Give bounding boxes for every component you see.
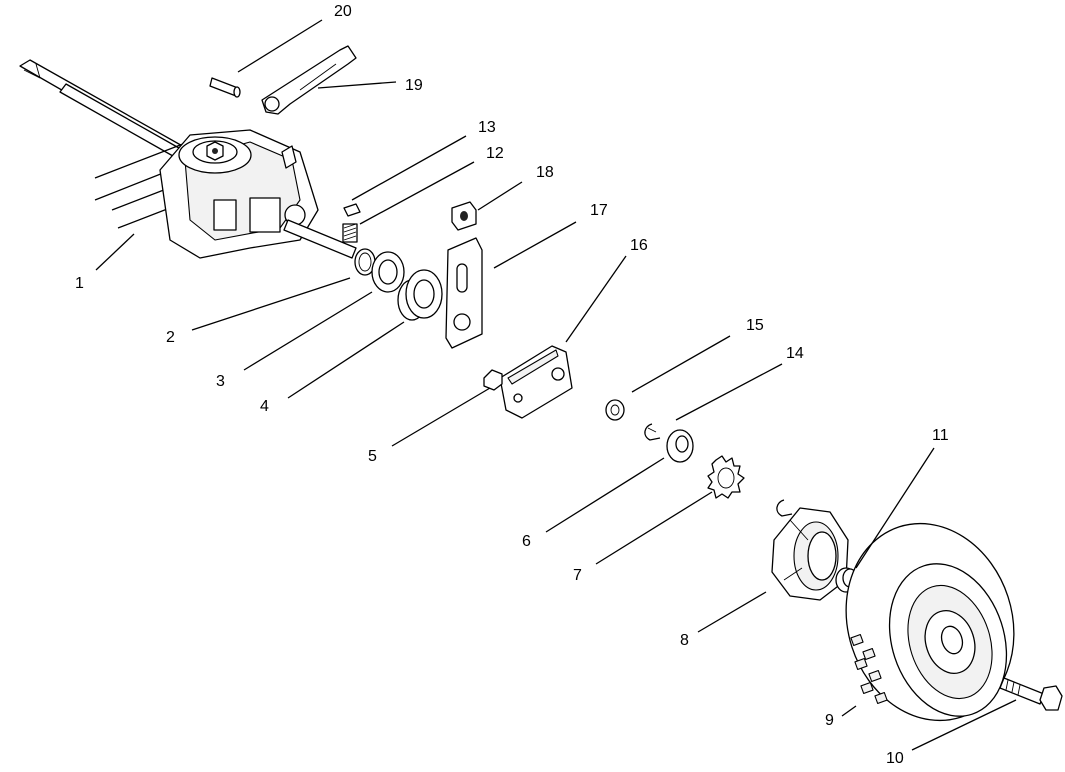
e-ring-part-14 bbox=[644, 423, 661, 441]
callout-10: 10 bbox=[886, 750, 904, 767]
leader-16 bbox=[565, 255, 627, 343]
callout-11: 11 bbox=[932, 427, 949, 444]
leader-5 bbox=[391, 387, 491, 447]
shift-lever-part-19 bbox=[261, 45, 357, 115]
transmission-housing bbox=[159, 129, 357, 259]
leader-15 bbox=[631, 335, 731, 393]
washer-part-3 bbox=[371, 251, 405, 293]
leader-9 bbox=[841, 705, 857, 717]
pinion-gear-part-7 bbox=[707, 455, 745, 499]
leader-18 bbox=[477, 181, 523, 211]
washer-part-15 bbox=[605, 399, 625, 421]
leader-13 bbox=[351, 135, 467, 201]
callout-6: 6 bbox=[522, 533, 531, 550]
callout-13: 13 bbox=[478, 119, 496, 136]
callout-5: 5 bbox=[368, 448, 377, 465]
callout-16: 16 bbox=[630, 237, 648, 254]
leader-lines bbox=[95, 19, 1017, 751]
leader-11 bbox=[855, 447, 935, 569]
callout-9: 9 bbox=[825, 712, 834, 729]
leader-20 bbox=[237, 19, 323, 73]
callout-12: 12 bbox=[486, 145, 504, 162]
callout-19: 19 bbox=[405, 77, 423, 94]
bushing-part-4 bbox=[397, 269, 443, 321]
leader-17 bbox=[493, 221, 577, 269]
clip-part-18 bbox=[451, 201, 477, 231]
height-bracket-part-16 bbox=[499, 345, 573, 419]
callout-8: 8 bbox=[680, 632, 689, 649]
callout-1: 1 bbox=[75, 275, 84, 292]
leader-10 bbox=[911, 699, 1017, 751]
wheel-cover-part-8 bbox=[771, 499, 849, 601]
leader-4 bbox=[287, 321, 405, 399]
callout-18: 18 bbox=[536, 164, 554, 181]
leader-12 bbox=[359, 161, 475, 225]
callout-4: 4 bbox=[260, 398, 269, 415]
callout-17: 17 bbox=[590, 202, 608, 219]
callout-14: 14 bbox=[786, 345, 804, 362]
wheel-tread bbox=[850, 633, 888, 705]
callout-20: 20 bbox=[334, 3, 352, 20]
leader-8 bbox=[697, 591, 767, 633]
plate-part-17 bbox=[445, 237, 483, 349]
washer-part-6 bbox=[666, 429, 694, 463]
pin-part-20 bbox=[209, 77, 241, 98]
leader-1 bbox=[95, 233, 135, 271]
callout-2: 2 bbox=[166, 329, 175, 346]
callout-3: 3 bbox=[216, 373, 225, 390]
callout-15: 15 bbox=[746, 317, 764, 334]
key-part-13 bbox=[343, 203, 361, 217]
spring-part-12 bbox=[342, 223, 358, 243]
leader-6 bbox=[545, 457, 665, 533]
leader-3 bbox=[243, 291, 373, 371]
callout-7: 7 bbox=[573, 567, 582, 584]
callout-labels: 20 19 13 12 18 17 16 15 14 11 1 2 3 4 5 … bbox=[75, 3, 949, 767]
nut-part-5 bbox=[483, 369, 503, 391]
bolt-part-10 bbox=[999, 677, 1063, 711]
leader-14 bbox=[675, 363, 783, 421]
leader-19 bbox=[317, 81, 397, 89]
wheel-part-9 bbox=[845, 522, 1015, 722]
leader-7 bbox=[595, 491, 713, 565]
leader-2 bbox=[191, 277, 351, 331]
